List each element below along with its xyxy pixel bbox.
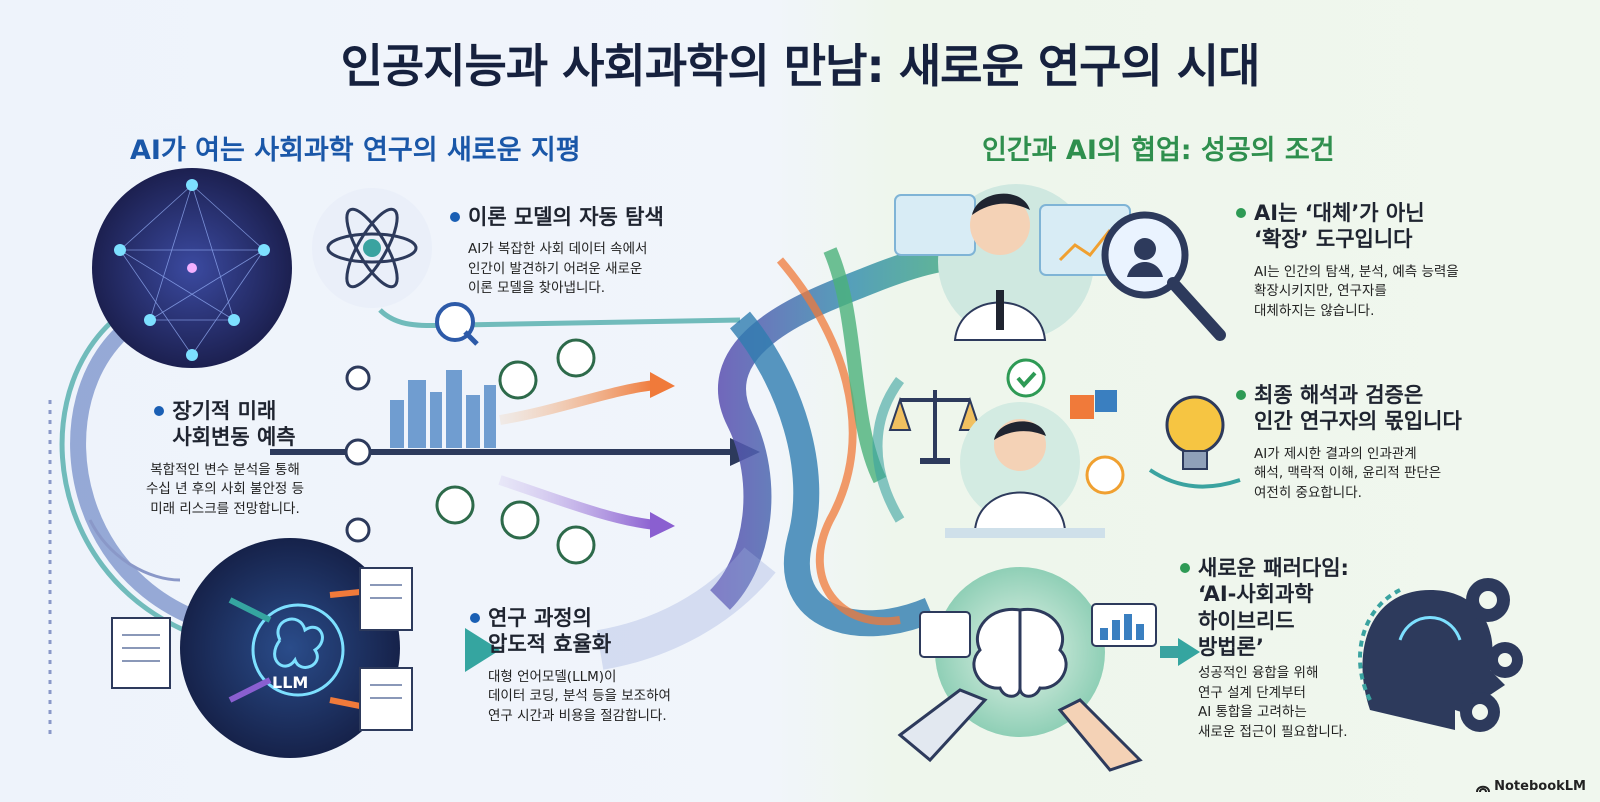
llm-label: LLM	[272, 673, 309, 692]
ai-brain-icon	[972, 607, 1068, 698]
brand-label: NotebookLM	[1494, 779, 1586, 794]
left-item-future-forecast: 장기적 미래 사회변동 예측 복합적인 변수 분석을 통해 수십 년 후의 사회…	[105, 398, 345, 519]
item-body-line: 인간이 발견하기 어려운 새로운	[468, 260, 643, 277]
item-body-line: 복합적인 변수 분석을 통해	[150, 461, 300, 478]
item-body-line: AI가 복잡한 사회 데이터 속에서	[468, 241, 648, 258]
notebooklm-logo-icon	[1476, 785, 1491, 792]
scientist-icon	[894, 184, 1131, 341]
magnifier-icon	[435, 302, 479, 346]
item-body-line: 해석, 맥락적 이해, 윤리적 판단은	[1254, 465, 1442, 482]
item-body-line: 대형 언어모델(LLM)이	[488, 668, 617, 685]
right-item-augmentation: AI는 ‘대체’가 아닌 ‘확장’ 도구입니다 AI는 인간의 탐색, 분석, …	[1236, 200, 1566, 321]
robot-hand-icon	[897, 688, 988, 763]
item-body-line: 대체하지는 않습니다.	[1254, 302, 1375, 319]
city-icon	[390, 370, 496, 448]
item-body-line: AI는 인간의 탐색, 분석, 예측 능력을	[1254, 263, 1459, 280]
item-title: ‘AI-사회과학	[1198, 582, 1314, 607]
neural-network-icon	[92, 168, 292, 368]
left-item-theory-exploration: 이론 모델의 자동 탐색 AI가 복잡한 사회 데이터 속에서 인간이 발견하기…	[450, 204, 750, 299]
item-body-line: 여전히 중요합니다.	[1254, 484, 1362, 501]
bullet-dot	[154, 406, 165, 416]
item-title: 이론 모델의 자동 탐색	[468, 205, 664, 229]
item-title: 장기적 미래	[172, 399, 277, 423]
item-body-line: 연구 설계 단계부터	[1198, 684, 1306, 701]
item-body-line: AI 통합을 고려하는	[1198, 704, 1307, 721]
bullet-dot	[1236, 208, 1246, 218]
atom-icon	[312, 188, 432, 308]
document-icon	[111, 567, 413, 731]
page-title: 인공지능과 사회과학의 만남: 새로운 연구의 시대	[340, 39, 1261, 93]
lightbulb-icon	[1165, 395, 1225, 470]
right-section-heading: 인간과 AI의 협업: 성공의 조건	[982, 135, 1335, 166]
scales-icon	[888, 390, 982, 464]
item-body-line: 수십 년 후의 사회 불안정 등	[145, 481, 305, 498]
item-body-line: 확장시키지만, 연구자를	[1254, 283, 1387, 300]
magnifier-icon	[1101, 211, 1226, 341]
item-body-line: 데이터 코딩, 분석 등을 보조하여	[488, 688, 671, 705]
left-item-efficiency: 연구 과정의 압도적 효율화 대형 언어모델(LLM)이 데이터 코딩, 분석 …	[470, 605, 760, 726]
right-item-hybrid-paradigm: 새로운 패러다임: ‘AI-사회과학 하이브리드 방법론’ 성공적인 융합을 위…	[1180, 555, 1380, 742]
item-title: 압도적 효율화	[488, 632, 612, 657]
ai-head-icon	[1362, 590, 1505, 730]
item-body-line: 이론 모델을 찾아냅니다.	[468, 280, 606, 297]
item-body-line: 성공적인 융합을 위해	[1198, 665, 1319, 681]
left-section-heading: AI가 여는 사회과학 연구의 새로운 지평	[130, 135, 581, 166]
item-title: 최종 해석과 검증은	[1254, 383, 1424, 407]
item-body-line: AI가 제시한 결과의 인과관계	[1254, 445, 1417, 462]
bullet-dot	[1236, 390, 1246, 400]
check-icon	[1006, 358, 1046, 398]
right-item-human-interpretation: 최종 해석과 검증은 인간 연구자의 몫입니다 AI가 제시한 결과의 인과관계…	[1236, 382, 1576, 503]
puzzle-icon	[1070, 390, 1117, 419]
notebooklm-brand: NotebookLM	[1476, 779, 1586, 794]
item-title: AI는 ‘대체’가 아닌	[1254, 201, 1425, 225]
gear-icon	[1460, 578, 1523, 732]
item-title: 새로운 패러다임:	[1198, 556, 1349, 580]
bullet-dot	[470, 613, 480, 623]
bullet-dot	[450, 212, 460, 222]
item-title: 연구 과정의	[488, 606, 592, 630]
item-title: 방법론’	[1198, 634, 1264, 659]
bullet-dot	[1180, 563, 1190, 573]
item-title: 하이브리드	[1198, 608, 1295, 633]
item-title: 인간 연구자의 몫입니다	[1254, 409, 1462, 434]
item-body-line: 연구 시간과 비용을 절감합니다.	[488, 707, 667, 724]
item-body-line: 새로운 접근이 필요합니다.	[1198, 723, 1348, 740]
item-body-line: 미래 리스크를 전망합니다.	[150, 500, 300, 517]
item-title: ‘확장’ 도구입니다	[1254, 227, 1413, 252]
item-title: 사회변동 예측	[172, 425, 296, 450]
